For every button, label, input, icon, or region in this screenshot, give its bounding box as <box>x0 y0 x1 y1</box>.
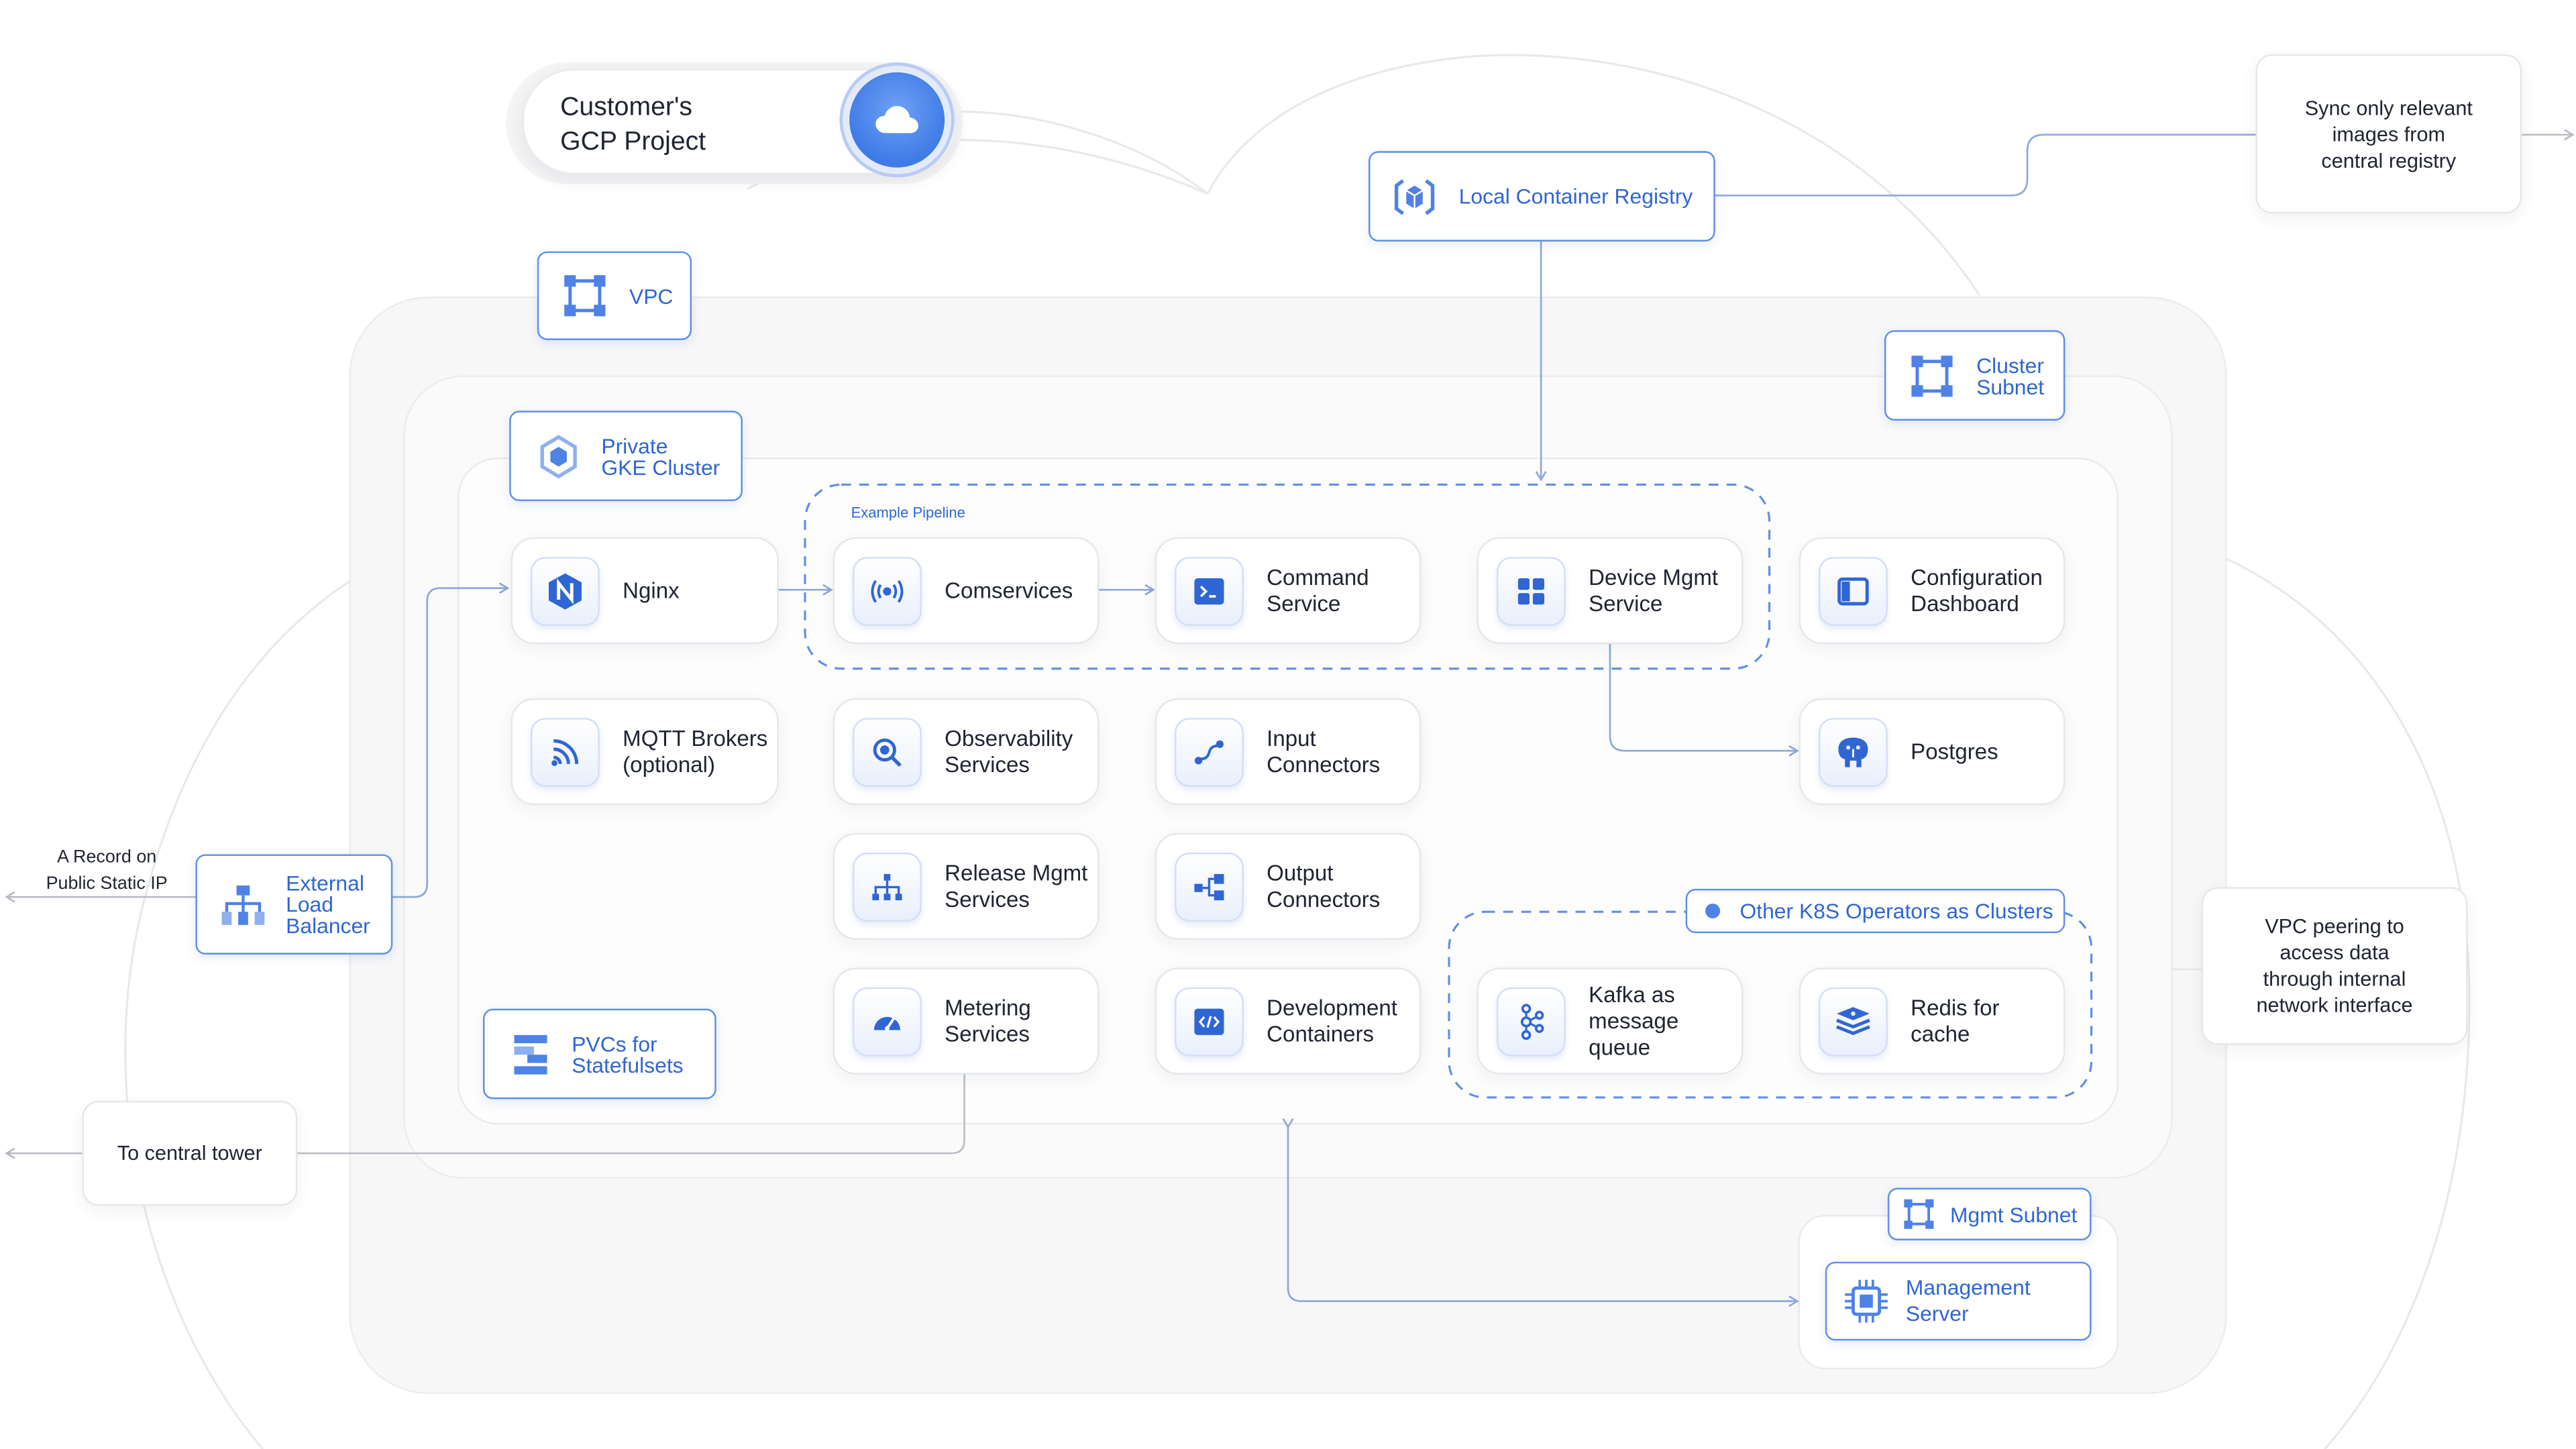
registry-text: Local Container Registry <box>1458 184 1693 209</box>
vpc-peering-note: VPC peering to access data through inter… <box>2201 887 2468 1045</box>
mqtt-label: MQTT Brokers (optional) <box>623 725 768 777</box>
gke-icon <box>537 433 580 479</box>
comservices-card[interactable]: Comservices <box>833 537 1099 645</box>
command-service-label: Command Service <box>1267 564 1369 616</box>
pvcs-label: PVCs for Statefulsets <box>483 1008 716 1099</box>
vpc-label: VPC <box>537 251 692 340</box>
redis-card[interactable]: Redis for cache <box>1799 967 2065 1075</box>
gauge-icon <box>853 986 922 1056</box>
release-mgmt-label: Release Mgmt Services <box>945 860 1088 911</box>
output-icon <box>1175 851 1244 921</box>
metering-card[interactable]: Metering Services <box>833 967 1099 1075</box>
broadcast-icon <box>853 555 922 625</box>
search-icon <box>853 716 922 786</box>
management-server[interactable]: Management Server <box>1825 1261 2092 1341</box>
rss-icon <box>531 716 600 786</box>
cloud-outline <box>124 54 2471 1449</box>
config-dashboard-card[interactable]: Configuration Dashboard <box>1799 537 2065 645</box>
input-connectors-card[interactable]: Input Connectors <box>1155 698 1421 806</box>
external-load-balancer[interactable]: External Load Balancer <box>195 854 393 955</box>
command-service-card[interactable]: Command Service <box>1155 537 1421 645</box>
container-registry[interactable]: Local Container Registry <box>1368 151 1715 242</box>
output-connectors-card[interactable]: Output Connectors <box>1155 833 1421 940</box>
other-operators-label: Other K8S Operators as Clusters <box>1685 888 2065 934</box>
metering-label: Metering Services <box>945 994 1031 1046</box>
load-balancer-text: External Load Balancer <box>286 870 370 938</box>
observability-label: Observability Services <box>945 725 1073 777</box>
vpc-text: VPC <box>629 283 674 309</box>
cluster-subnet-label: Cluster Subnet <box>1884 330 2065 421</box>
mgmt-subnet-label: Mgmt Subnet <box>1887 1187 2092 1240</box>
postgres-card[interactable]: Postgres <box>1799 698 2065 806</box>
example-pipeline-label: Example Pipeline <box>851 504 965 521</box>
postgres-label: Postgres <box>1911 738 1998 763</box>
nginx-icon <box>531 555 600 625</box>
output-connectors-label: Output Connectors <box>1267 860 1381 911</box>
gke-text: Private GKE Cluster <box>601 433 720 479</box>
postgres-icon <box>1819 716 1888 786</box>
gke-cluster-label: Private GKE Cluster <box>509 411 743 501</box>
hierarchy-icon <box>853 851 922 921</box>
pvcs-text: PVCs for Statefulsets <box>572 1030 684 1077</box>
dashboard-icon <box>1819 555 1888 625</box>
connector-icon <box>1175 716 1244 786</box>
dev-containers-label: Development Containers <box>1267 994 1397 1046</box>
device-mgmt-card[interactable]: Device Mgmt Service <box>1477 537 1743 645</box>
device-mgmt-label: Device Mgmt Service <box>1589 564 1719 616</box>
nginx-label: Nginx <box>623 577 680 602</box>
vpc-icon <box>562 273 608 319</box>
mgmt-server-text: Management Server <box>1905 1275 2031 1326</box>
kafka-card[interactable]: Kafka as message queue <box>1477 967 1743 1075</box>
sync-note: Sync only relevant images from central r… <box>2255 54 2522 214</box>
grid-icon <box>1497 555 1566 625</box>
project-title: Customer's GCP Project <box>560 93 706 156</box>
chip-icon <box>1843 1278 1890 1324</box>
comservices-label: Comservices <box>945 577 1073 602</box>
central-tower-note: To central tower <box>82 1100 298 1206</box>
observability-card[interactable]: Observability Services <box>833 698 1099 806</box>
input-connectors-label: Input Connectors <box>1267 725 1381 777</box>
redis-label: Redis for cache <box>1911 994 2000 1046</box>
config-dashboard-label: Configuration Dashboard <box>1911 564 2043 616</box>
mgmt-subnet-icon <box>1902 1197 1935 1230</box>
release-mgmt-card[interactable]: Release Mgmt Services <box>833 833 1099 940</box>
storage-icon <box>511 1031 551 1077</box>
registry-icon <box>1390 172 1439 221</box>
terminal-icon <box>1175 555 1244 625</box>
mqtt-card[interactable]: MQTT Brokers (optional) <box>511 698 779 806</box>
cluster-subnet-text: Cluster Subnet <box>1976 352 2045 398</box>
cloud-icon <box>849 72 945 168</box>
load-balancer-icon <box>220 881 266 928</box>
code-icon <box>1175 986 1244 1056</box>
nginx-card[interactable]: Nginx <box>511 537 779 645</box>
a-record-note: A Record on Public Static IP <box>46 847 168 894</box>
redis-icon <box>1819 986 1888 1056</box>
example-pipeline-group <box>804 483 1771 670</box>
mgmt-subnet-text: Mgmt Subnet <box>1949 1201 2078 1227</box>
other-operators-text: Other K8S Operators as Clusters <box>1739 898 2053 924</box>
status-dot-icon <box>1705 903 1721 918</box>
subnet-icon <box>1909 352 1955 398</box>
kafka-icon <box>1497 986 1566 1056</box>
dev-containers-card[interactable]: Development Containers <box>1155 967 1421 1075</box>
kafka-label: Kafka as message queue <box>1589 981 1679 1059</box>
